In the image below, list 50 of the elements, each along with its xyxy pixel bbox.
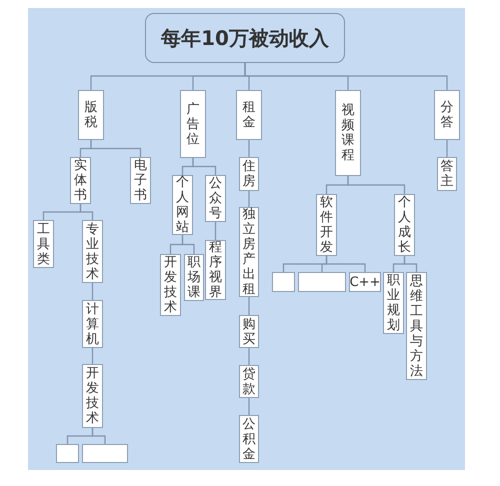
topic-box: [272, 272, 295, 292]
connector-line: [192, 158, 216, 175]
connector-line: [90, 140, 142, 157]
topic-box: [82, 444, 128, 463]
connector-line: [80, 204, 94, 220]
connector-line: [182, 235, 195, 254]
topic-box: 软件开发: [316, 194, 337, 256]
topic-box: 公众号: [205, 175, 226, 222]
connector-line: [248, 140, 250, 157]
topic-box: 广告位: [180, 90, 206, 158]
connector-line: [214, 222, 216, 240]
topic-box: 工具类: [33, 220, 54, 268]
topic-box: 分答: [434, 90, 460, 140]
topic-box: 租金: [236, 90, 262, 140]
connector-line: [404, 256, 418, 272]
topic-box: 公积金: [239, 415, 259, 463]
topic-box: 视频课程: [335, 90, 361, 176]
topic-box: [298, 272, 346, 292]
connector-line: [92, 428, 106, 444]
topic-box: 思维工具与方法: [406, 272, 427, 380]
connector-line: [248, 348, 250, 365]
connector-line: [347, 176, 406, 194]
topic-box: 购买: [239, 315, 259, 348]
topic-box: 版税: [78, 90, 104, 140]
topic-box: 职业规划: [383, 272, 404, 334]
topic-box: 个人网站: [172, 175, 193, 235]
connector-line: [446, 140, 448, 157]
topic-box: 专业技术: [82, 220, 103, 283]
topic-box: 住房: [239, 157, 259, 191]
topic-box: 职场课: [184, 254, 204, 301]
topic-box: 计算机: [82, 300, 103, 348]
connector-line: [248, 297, 250, 315]
topic-box: 开发技术: [82, 364, 103, 428]
topic-box: 实体书: [70, 157, 91, 204]
topic-box: 电子书: [130, 157, 151, 204]
topic-box: 程序视界: [205, 240, 226, 300]
connector-line: [248, 398, 250, 415]
connector-line: [92, 348, 94, 364]
connector-line: [92, 283, 94, 300]
connector-line: [326, 256, 366, 272]
connector-line: [248, 191, 250, 207]
title-box: 每年10万被动收入: [145, 13, 345, 63]
connector-line: [244, 63, 448, 90]
topic-box: [56, 444, 79, 463]
topic-box: C++: [349, 272, 381, 292]
topic-box: 独立房产出租: [239, 207, 259, 297]
topic-box: 答主: [437, 157, 457, 191]
topic-box: 个人成长: [394, 194, 415, 256]
topic-box: 开发技术: [160, 254, 181, 316]
topic-box: 贷款: [239, 365, 259, 398]
